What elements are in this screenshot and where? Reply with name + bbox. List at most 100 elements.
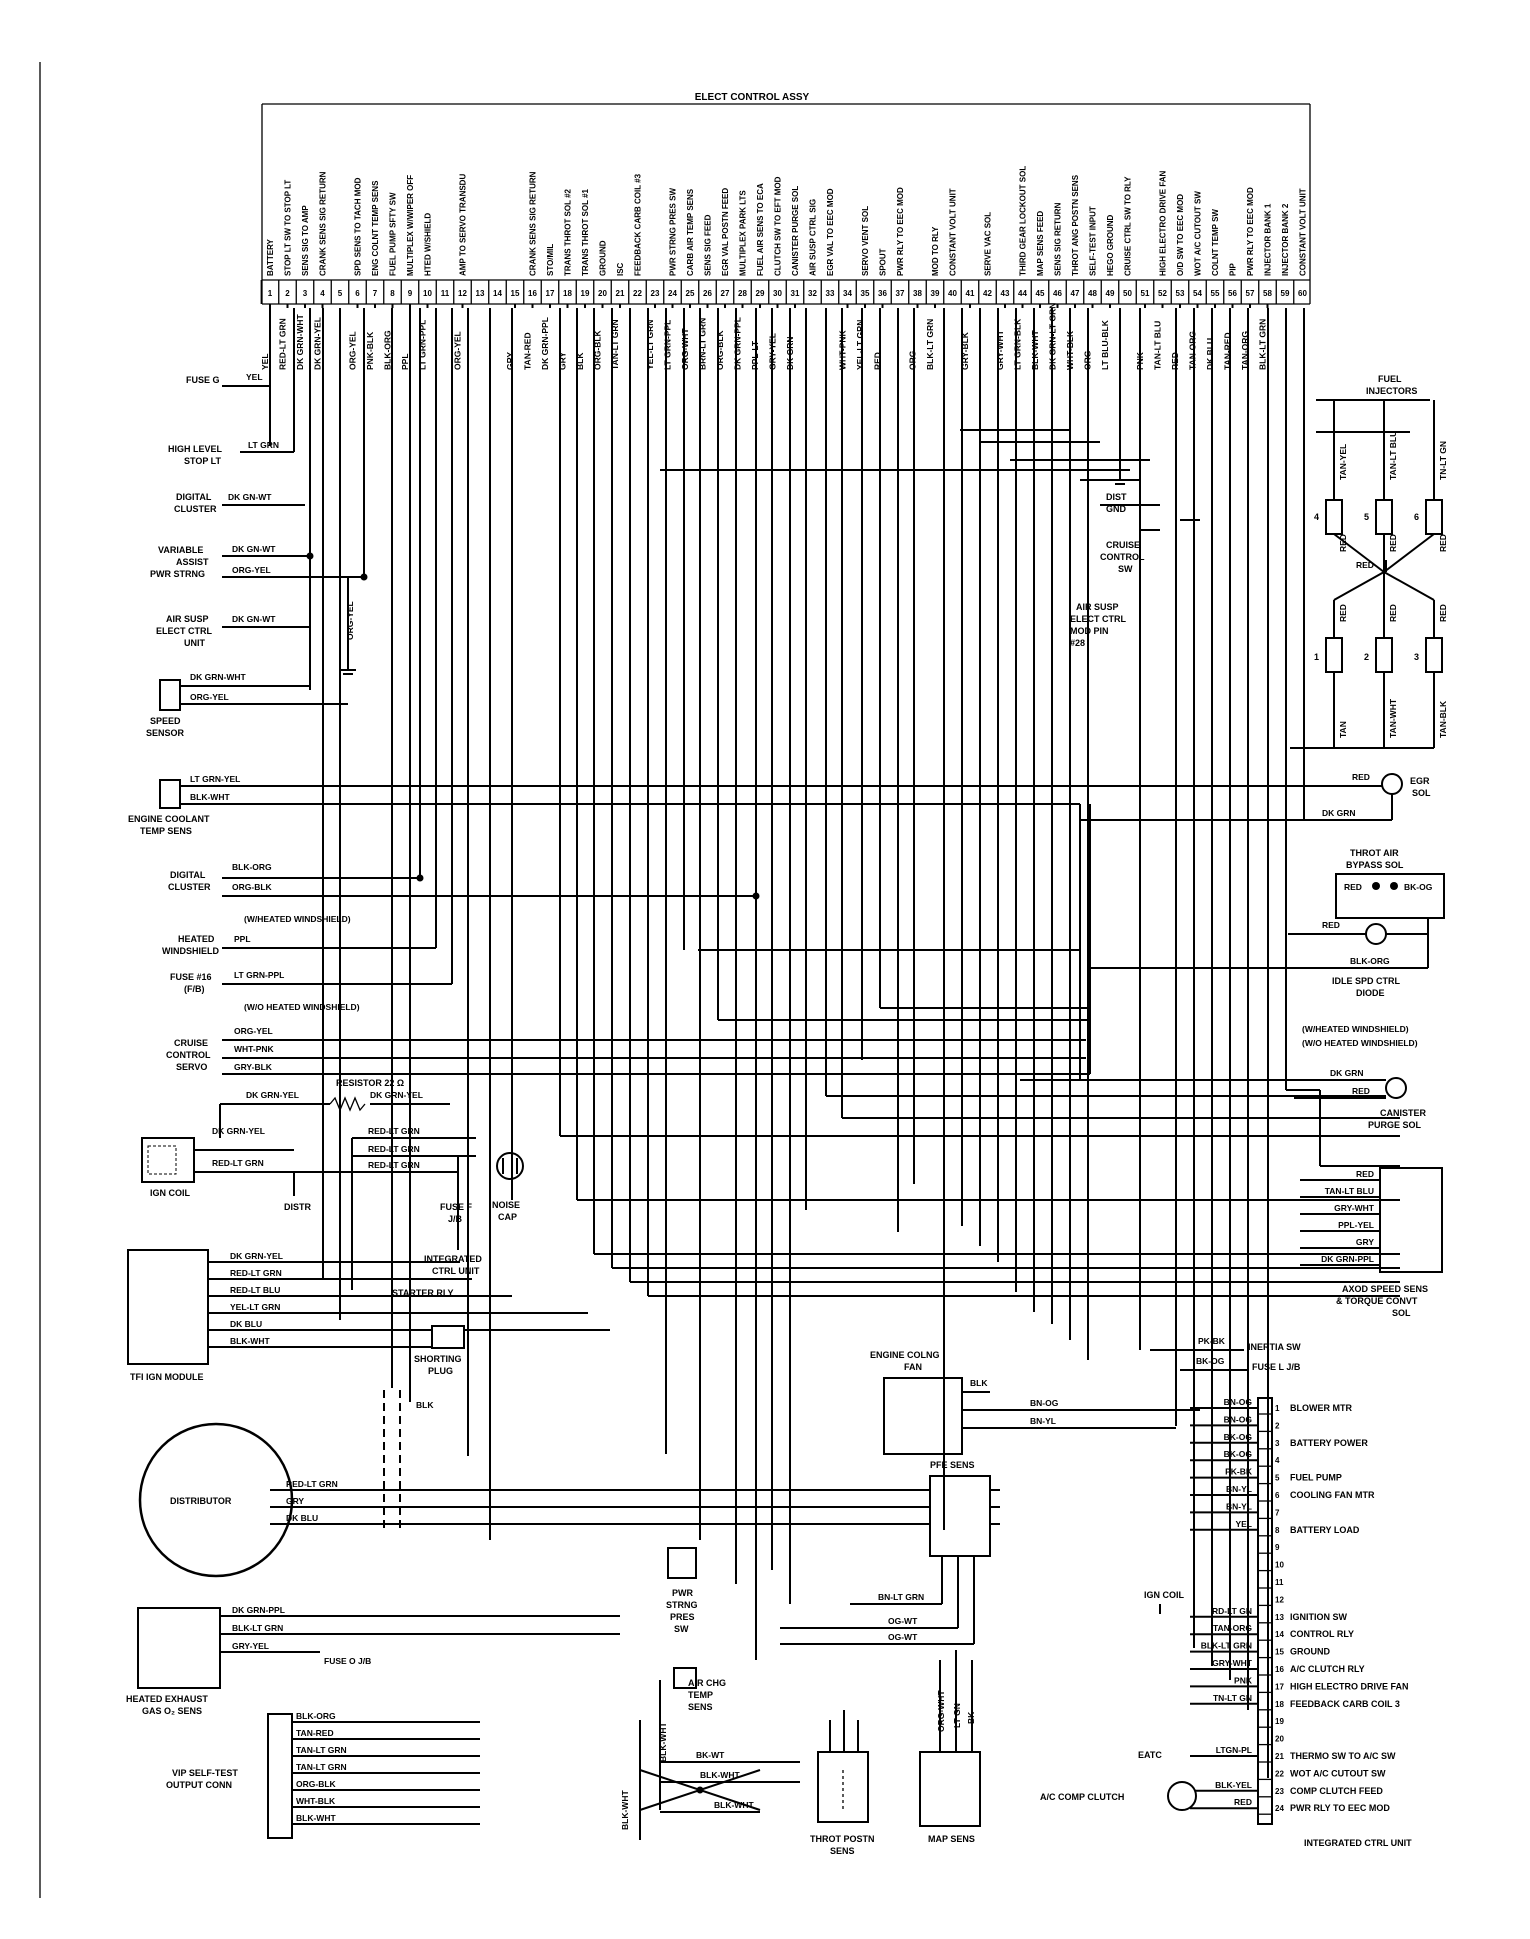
injector-number: 6 (1414, 512, 1419, 522)
pin-function-12: AMP TO SERVO TRANSDU (459, 174, 468, 276)
icu-pin-description: BATTERY LOAD (1290, 1525, 1360, 1535)
pin-number-38: 38 (913, 289, 922, 298)
pin-function-56: PIP (1229, 262, 1238, 276)
pin-number-13: 13 (476, 289, 485, 298)
pin-function-9: MULTIPLEX W/WIPER OFF (406, 175, 415, 276)
red-lt-grn-a: RED-LT GRN (368, 1126, 420, 1136)
shorting-plug-label-2: PLUG (428, 1366, 453, 1376)
vip-wire-label: TAN-RED (296, 1728, 334, 1738)
pin-number-32: 32 (808, 289, 817, 298)
vip-label-2: OUTPUT CONN (166, 1780, 232, 1790)
canister-label-2: PURGE SOL (1368, 1120, 1422, 1130)
heated-ws-label-1: HEATED (178, 934, 215, 944)
noise-cap-label-2: CAP (498, 1212, 517, 1222)
pin-function-36: SPOUT (879, 248, 888, 276)
throt-postn-label-1: THROT POSTN (810, 1834, 875, 1844)
dc2-label-2: CLUSTER (168, 882, 211, 892)
pin-function-39: MOD TO RLY (931, 226, 940, 276)
connector-title: ELECT CONTROL ASSY (695, 92, 810, 103)
dist-gnd-label-2: GND (1106, 504, 1127, 514)
cruise-sw-label-1: CRUISE (1106, 540, 1140, 550)
injector-red-label: RED (1438, 604, 1448, 622)
pin-wire-23: YEL-LT GRN (645, 320, 655, 370)
ign-wire-2: RED-LT GRN (212, 1158, 264, 1168)
cruise-servo-label-1: CRUISE (174, 1038, 208, 1048)
tfi-wire-label: RED-LT BLU (230, 1285, 280, 1295)
shorting-plug-label-1: SHORTING (414, 1354, 462, 1364)
pin-wire-57: TAN-ORG (1240, 331, 1250, 370)
egr-wire-2: DK GRN (1322, 808, 1356, 818)
pfe-sens-box (929, 1475, 991, 1557)
pin-number-55: 55 (1211, 289, 1220, 298)
air-chg-label-3: SENS (688, 1702, 713, 1712)
icu-pin-wire-label: BN-YL (1226, 1484, 1252, 1494)
pin-function-27: EGR VAL POSTN FEED (721, 188, 730, 276)
pin-number-22: 22 (633, 289, 642, 298)
injector-wire: TAN-YEL (1338, 444, 1348, 480)
vip-wire-label: BLK-ORG (296, 1711, 336, 1721)
pin-number-43: 43 (1001, 289, 1010, 298)
pin-wire-39: BLK-LT GRN (925, 319, 935, 370)
noise-cap-label-1: NOISE (492, 1200, 520, 1210)
noise-cap-symbol (496, 1152, 524, 1180)
icu-pin-number: 12 (1275, 1595, 1284, 1604)
hego-box (137, 1607, 221, 1689)
pin-number-1: 1 (268, 289, 273, 298)
pin-number-52: 52 (1158, 289, 1167, 298)
pin-wire-15: GRY (505, 352, 515, 370)
ect-label-1: ENGINE COOLANT (128, 814, 210, 824)
resistor-symbol (329, 1096, 366, 1112)
injector-wire: TN-LT GN (1438, 441, 1448, 480)
air-susp-label-3: UNIT (184, 638, 205, 648)
icu-pin-number: 3 (1275, 1439, 1280, 1448)
pin-wire-1: YEL (260, 353, 270, 370)
pin-number-47: 47 (1071, 289, 1080, 298)
wo-heated-label: (W/O HEATED WINDSHIELD) (244, 1002, 360, 1012)
icu-pin-number: 17 (1275, 1682, 1284, 1691)
digital-cluster-1-label: DIGITAL (176, 492, 212, 502)
icu-pin-wire-label: BK-OG (1224, 1449, 1253, 1459)
fuse-o-label: FUSE O J/B (324, 1656, 371, 1666)
ect-sens-box (159, 779, 181, 809)
pin-function-7: ENG COLNT TEMP SENS (371, 180, 380, 276)
eng-fan-label-1: ENGINE COLNG (870, 1350, 940, 1360)
pin-number-16: 16 (528, 289, 537, 298)
throt-air-wire-1: RED (1344, 882, 1362, 892)
icu-pin-number: 22 (1275, 1769, 1284, 1778)
pin-function-26: SENS SIG FEED (704, 214, 713, 276)
pin-function-33: EGR VAL TO EEC MOD (826, 188, 835, 276)
pin-number-42: 42 (983, 289, 992, 298)
icu-pin-description: FEEDBACK CARB COIL 3 (1290, 1699, 1400, 1709)
throt-postn-box (817, 1751, 869, 1823)
hego-wire-label: GRY-YEL (232, 1641, 269, 1651)
var-assist-label-3: PWR STRNG (150, 569, 205, 579)
icu-pin-number: 23 (1275, 1787, 1284, 1796)
ign-coil-box (141, 1137, 195, 1183)
pin-wire-3: DK GRN-WHT (295, 313, 305, 370)
injector-1 (1325, 637, 1343, 673)
pin-number-57: 57 (1246, 289, 1255, 298)
fuse16-wire: LT GRN-PPL (234, 970, 284, 980)
pin-function-35: SERVO VENT SOL (861, 206, 870, 276)
vip-conn-box (267, 1713, 293, 1839)
icu-pin-wire-label: RD-LT GN (1212, 1606, 1252, 1616)
air-susp-mod-label-3: MOD PIN (1070, 626, 1109, 636)
vip-wire-label: WHT-BLK (296, 1796, 336, 1806)
shorting-plug-symbol (431, 1325, 465, 1349)
var-assist-wire-1: DK GN-WT (232, 544, 276, 554)
air-susp-label-1: AIR SUSP (166, 614, 209, 624)
icu-pin-wire-label: BK-OG (1224, 1432, 1253, 1442)
injector-red-wire (1383, 533, 1435, 573)
pin-function-60: CONSTANT VOLT UNIT (1299, 188, 1308, 276)
fuel-injectors-label-1: FUEL (1378, 374, 1402, 384)
ac-comp-symbol (1167, 1781, 1197, 1811)
fan-wire-3: BN-YL (1030, 1416, 1056, 1426)
icu-pin-number: 24 (1275, 1804, 1284, 1813)
ect-wire-2: BLK-WHT (190, 792, 230, 802)
icu-pin-description: PWR RLY TO EEC MOD (1290, 1803, 1390, 1813)
icu-pin-description: BATTERY POWER (1290, 1438, 1368, 1448)
pin-number-21: 21 (616, 289, 625, 298)
axod-label-2: & TORQUE CONVT (1336, 1296, 1418, 1306)
axod-wire-label: GRY-WHT (1334, 1203, 1375, 1213)
